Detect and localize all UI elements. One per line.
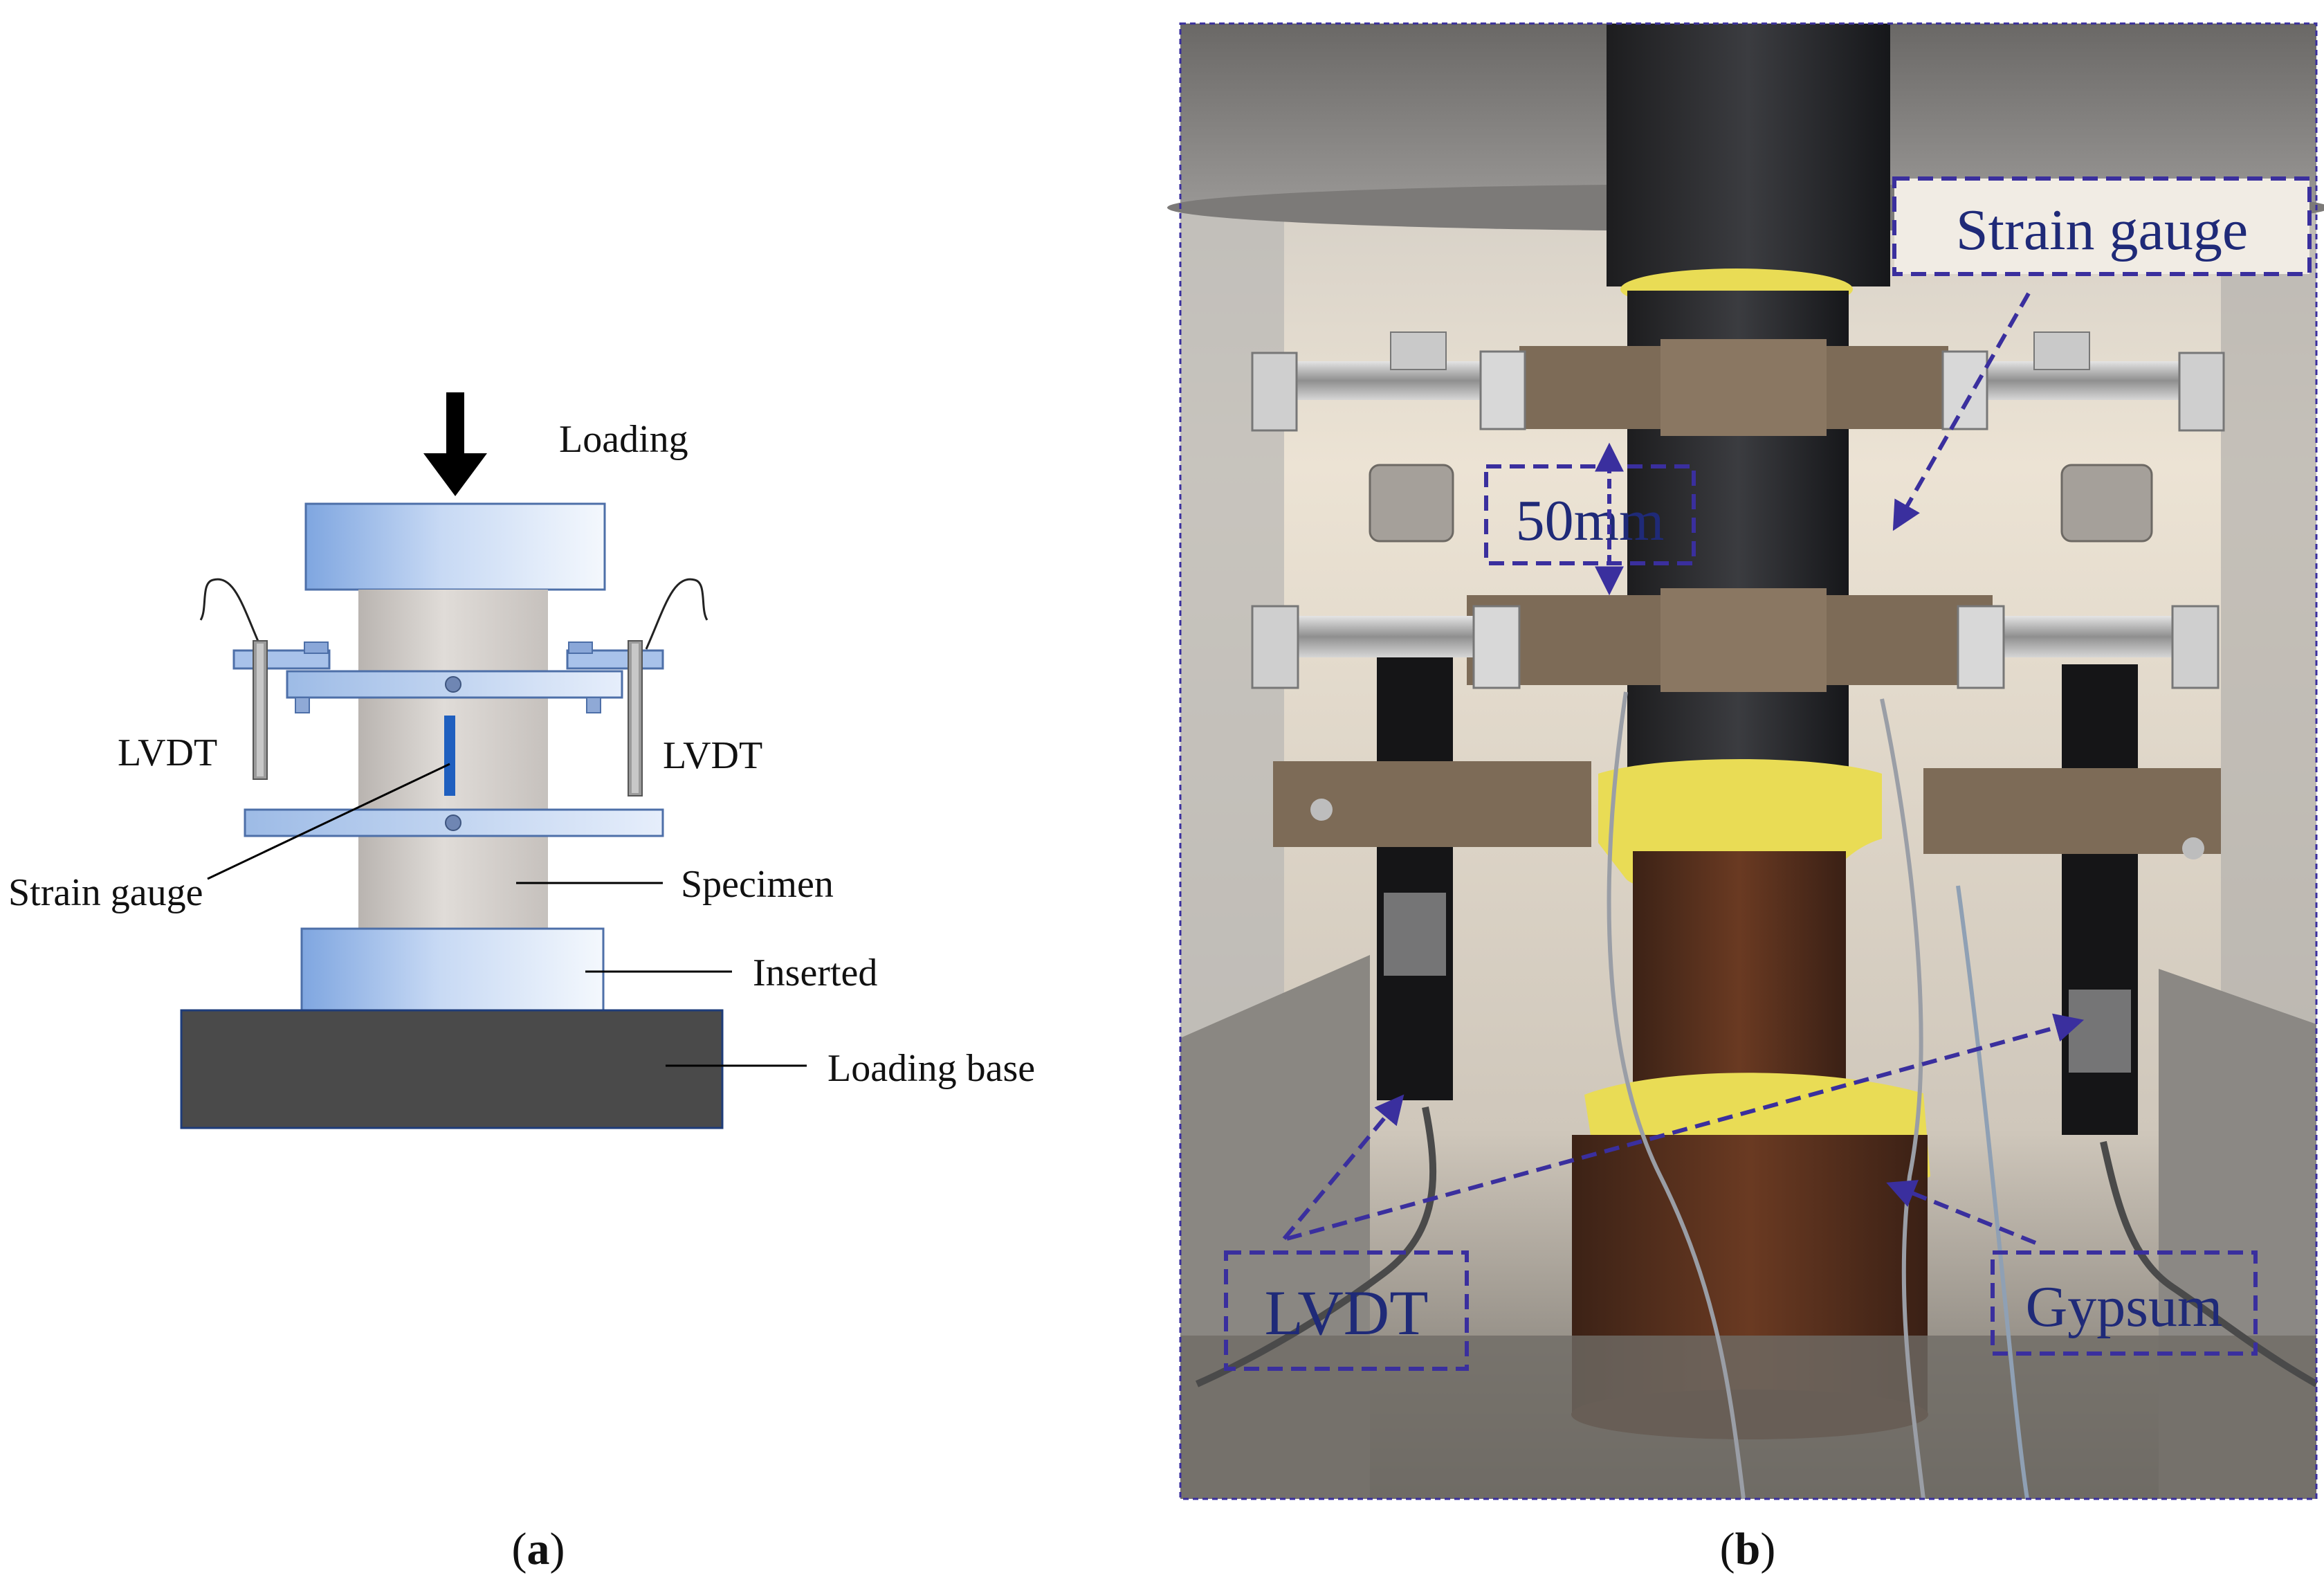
- lvdt-left-sensor: [199, 578, 331, 780]
- lvdt-left-label: LVDT: [118, 731, 217, 774]
- lvdt-sensor-left-body: [1377, 657, 1453, 1100]
- lvdt-right-sensor: [566, 578, 708, 796]
- strain-gauge-callout-label: Strain gauge: [1956, 198, 2248, 262]
- gypsum-callout-label: Gypsum: [2026, 1275, 2223, 1339]
- caption-a: (a): [512, 1524, 565, 1574]
- lvdt-right-label: LVDT: [663, 734, 762, 777]
- gauge-length-callout-box: [1484, 464, 1696, 565]
- panel-b-photo: Strain gauge 50mm LVDT Gypsum (b): [1167, 22, 2324, 1574]
- strain-gauge-label: Strain gauge: [8, 871, 203, 914]
- caption-b: (b): [1720, 1524, 1776, 1574]
- gypsum-arrow: [1886, 1180, 2037, 1245]
- steel-cylinder-upper: [1607, 24, 1890, 286]
- lvdt-callout-box: [1224, 1250, 1469, 1371]
- loading-base-block: [180, 1009, 724, 1129]
- upper-clamp-frame: [1251, 331, 2225, 436]
- specimen-label: Specimen: [681, 863, 834, 906]
- loading-arrow-icon: [423, 392, 487, 496]
- inserted-plate: [300, 927, 605, 1012]
- gauge-length-label: 50mm: [1516, 489, 1665, 553]
- lvdt-arrow-right: [1286, 1013, 2085, 1241]
- strain-gauge-callout-box: [1892, 176, 2312, 276]
- loading-base-label: Loading base: [827, 1047, 1035, 1090]
- lower-clamp-frame: [1251, 588, 2220, 692]
- inserted-label: Inserted: [753, 952, 877, 994]
- top-loading-plate: [304, 502, 606, 591]
- loading-label: Loading: [559, 418, 688, 461]
- strain-gauge-mark: [444, 716, 455, 796]
- panel-a-schematic: Loading LVDT LVDT: [8, 392, 1035, 1574]
- gypsum-callout-box: [1991, 1250, 2258, 1356]
- strain-gauge-arrow: [1892, 292, 2031, 531]
- lvdt-arrow-left: [1282, 1094, 1405, 1240]
- lvdt-callout-label: LVDT: [1265, 1277, 1429, 1348]
- photo-frame: [1179, 22, 2318, 1500]
